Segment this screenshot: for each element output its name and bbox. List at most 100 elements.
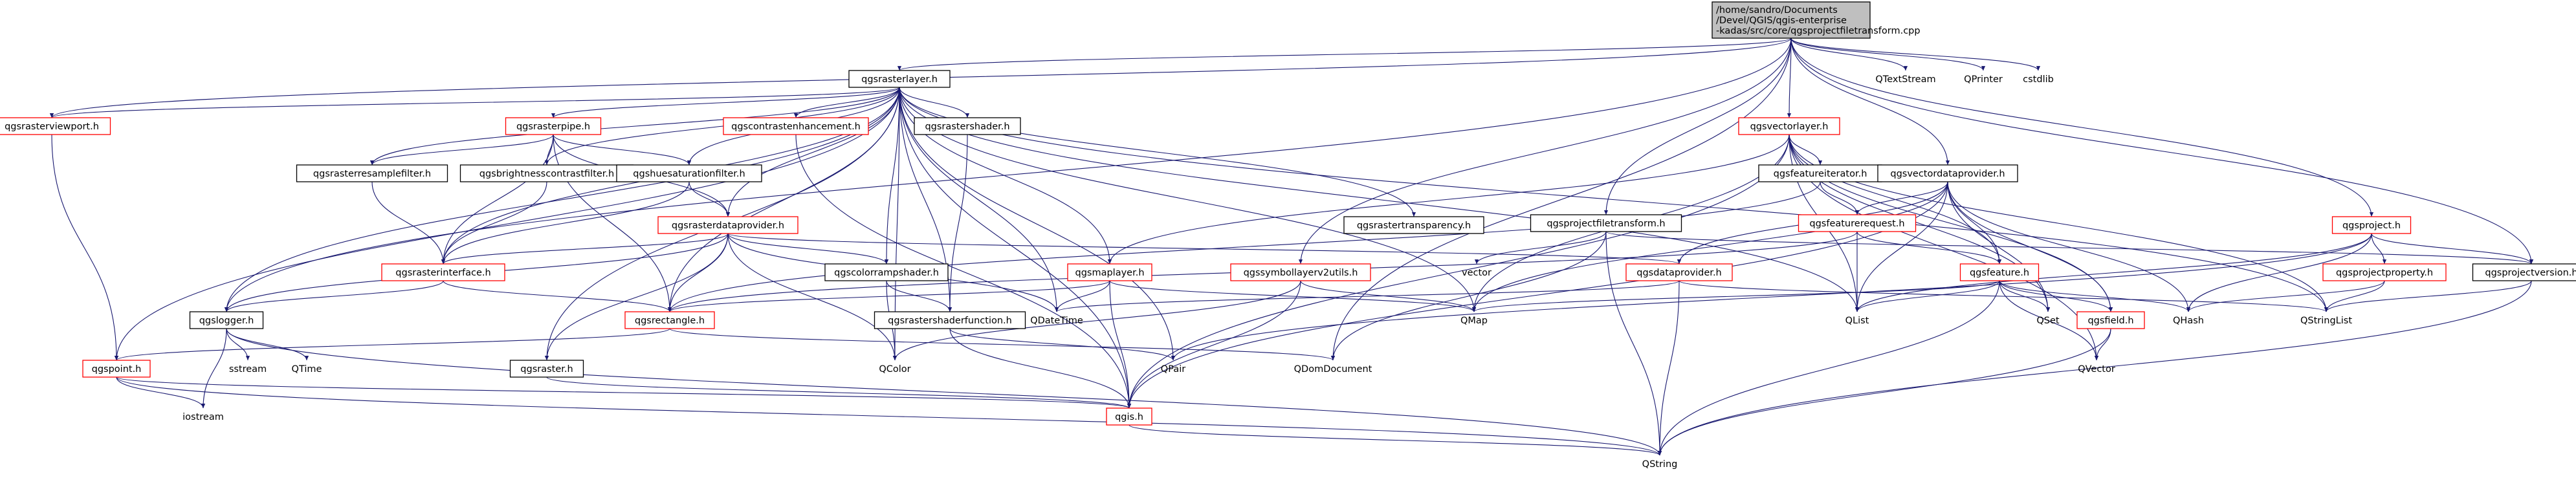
edge-qgsrasterlayer-to-qgsrasterpipe [551,87,900,118]
node-qdomdocument[interactable]: QDomDocument [1294,364,1372,375]
edge-qgsprojectfiletransform-to-qdomdocument [1330,231,1607,361]
node-qgsrastershaderfunction[interactable]: qgsrastershaderfunction.h [874,311,1026,329]
node-qtime[interactable]: QTime [292,364,322,375]
node-qgsmaplayer[interactable]: qgsmaplayer.h [1067,263,1152,281]
edge-qgsprojectproperty-to-qhash [2186,280,2385,312]
node-label-qgsdataprovider: qgsdataprovider.h [1636,268,1722,278]
node-qgsbrightnesscontrastfilter[interactable]: qgsbrightnesscontrastfilter.h [459,164,634,182]
edge-qgsprojectversion-to-qstringlist [2324,280,2532,312]
node-qgis[interactable]: qgis.h [1106,407,1152,426]
node-qgsfeatureiterator[interactable]: qgsfeatureiterator.h [1758,164,1882,182]
node-qgsfeaturerequest[interactable]: qgsfeaturerequest.h [1798,214,1917,232]
node-qgsprojectversion[interactable]: qgsprojectversion.h [2472,263,2576,281]
node-qgsdataprovider[interactable]: qgsdataprovider.h [1625,263,1733,281]
node-vector[interactable]: vector [1462,268,1492,278]
node-label-qgsrastershaderfunction: qgsrastershaderfunction.h [888,316,1012,326]
edge-qgsproject-to-qgsprojectversion [2371,233,2534,265]
edge-root-to-qgsprojectfiletransform [1603,38,1792,215]
node-qdatetime[interactable]: QDateTime [1030,316,1083,326]
edge-qgsvectordataprovider-to-qlist [1855,181,1948,312]
node-qgshuesaturationfilter[interactable]: qgshuesaturationfilter.h [616,164,762,182]
node-qgssymbollayerv2utils[interactable]: qgssymbollayerv2utils.h [1230,263,1371,281]
edge-qgsfield-to-qstring [1657,328,2111,456]
node-qgsprojectfiletransform[interactable]: qgsprojectfiletransform.h [1530,214,1682,232]
node-cstdlib[interactable]: cstdlib [2023,74,2054,85]
node-qgsproject[interactable]: qgsproject.h [2331,216,2412,234]
node-box-qgsrastershaderfunction [874,311,1026,329]
edge-qgis-to-qstring [1128,424,1662,456]
node-box-qgsfeatureiterator [1758,164,1882,182]
edge-qgsvectorlayer-to-qgis [1127,134,1790,409]
node-box-qgsrasterpipe [505,117,602,135]
node-box-qgsrectangle [624,311,715,329]
edge-qgsprojectfiletransform-to-vector [1474,231,1607,265]
node-label-qset: QSet [2036,316,2060,326]
node-qgsrastertransparency[interactable]: qgsrastertransparency.h [1343,216,1484,234]
node-qgsrasterviewport[interactable]: qgsrasterviewport.h [0,117,111,135]
node-qgscolorrampshader[interactable]: qgscolorrampshader.h [824,263,949,281]
node-qtextstream[interactable]: QTextStream [1875,74,1935,85]
node-qvector[interactable]: QVector [2078,364,2115,375]
edge-qgspoint-to-qgis [116,376,1131,409]
node-qgsfeature[interactable]: qgsfeature.h [1959,263,2040,281]
edge-qgsmaplayer-to-qdatetime [1054,280,1110,312]
node-label-qcolor: QColor [879,364,910,375]
node-qgsprojectproperty[interactable]: qgsprojectproperty.h [2322,263,2447,281]
node-label-sstream: sstream [229,364,267,375]
node-label-qpair: QPair [1161,364,1185,375]
root-node[interactable]: /home/sandro/Documents /Devel/QGIS/qgis-… [1712,1,1921,39]
edge-qgsfeature-to-qstring [1657,280,2000,456]
node-qprinter[interactable]: QPrinter [1964,74,2003,85]
node-box-qgsproject [2331,216,2412,234]
edge-root-to-qgsvectorlayer [1787,38,1792,118]
node-qgsrectangle[interactable]: qgsrectangle.h [624,311,715,329]
edge-qgsrasterdataprovider-to-qgsrasterinterface [441,233,729,265]
node-box-qgscontrastenhancement [723,117,869,135]
node-qgsrasterinterface[interactable]: qgsrasterinterface.h [381,263,505,281]
node-sstream[interactable]: sstream [229,364,267,375]
edge-qgsrasterdataprovider-to-qgsraster [544,233,729,361]
edge-qgsrasterinterface-to-qgslogger [225,280,444,312]
node-qset[interactable]: QSet [2036,316,2060,326]
edge-qgsfeature-to-qlist [1855,280,2000,312]
edge-qgsfeature-to-qhash [1999,280,2190,312]
edge-qgsfeaturerequest-to-qgsfeature [1856,231,2002,265]
node-label-qdomdocument: QDomDocument [1294,364,1372,375]
node-qlist[interactable]: QList [1845,316,1869,326]
node-iostream[interactable]: iostream [182,412,224,422]
node-qgsrasterresamplefilter[interactable]: qgsrasterresamplefilter.h [296,164,448,182]
node-qstringlist[interactable]: QStringList [2300,316,2352,326]
node-qgsvectorlayer[interactable]: qgsvectorlayer.h [1738,117,1840,135]
node-qgsrastershader[interactable]: qgsrastershader.h [914,117,1021,135]
node-qhash[interactable]: QHash [2173,316,2204,326]
edge-qgsvectorlayer-to-qgsfeatureiterator [1789,134,1823,166]
node-qgsrasterpipe[interactable]: qgsrasterpipe.h [505,117,602,135]
node-qmap[interactable]: QMap [1460,316,1488,326]
edge-qgspoint-to-iostream [116,376,206,409]
edge-qgsvectordataprovider-to-qhash [1947,181,2191,312]
node-qgsrasterlayer[interactable]: qgsrasterlayer.h [848,70,951,88]
node-label-qgsrasterdataprovider: qgsrasterdataprovider.h [672,221,784,231]
node-qgsrasterdataprovider[interactable]: qgsrasterdataprovider.h [657,216,798,234]
node-qgsraster[interactable]: qgsraster.h [509,360,584,378]
edge-qgsfeature-to-qvector [1999,280,2099,361]
node-qgsvectordataprovider[interactable]: qgsvectordataprovider.h [1877,164,2018,182]
node-label-qgsprojectfiletransform: qgsprojectfiletransform.h [1547,219,1665,229]
node-box-qgsvectorlayer [1738,117,1840,135]
edge-qgsrasterdataprovider-to-qcolor [727,233,897,361]
node-qgscontrastenhancement[interactable]: qgscontrastenhancement.h [723,117,869,135]
node-box-qgssymbollayerv2utils [1230,263,1371,281]
node-qgspoint[interactable]: qgspoint.h [82,360,151,378]
root-line-2: /Devel/QGIS/qgis-enterprise [1716,16,1847,26]
node-label-qgsrasterpipe: qgsrasterpipe.h [516,122,590,132]
node-qgsfield[interactable]: qgsfield.h [2076,311,2145,329]
node-label-iostream: iostream [182,412,224,422]
node-qcolor[interactable]: QColor [879,364,910,375]
edge-qgsfeature-to-qgsfield [1999,280,2113,312]
node-label-qprinter: QPrinter [1964,74,2003,85]
edge-qgsrasterresamplefilter-to-qgsrasterinterface [371,181,446,265]
node-qpair[interactable]: QPair [1161,364,1185,375]
node-qgslogger[interactable]: qgslogger.h [189,311,264,329]
edge-qgsrasterdataprovider-to-qgsrectangle [667,233,729,312]
node-qstring[interactable]: QString [1642,459,1678,470]
